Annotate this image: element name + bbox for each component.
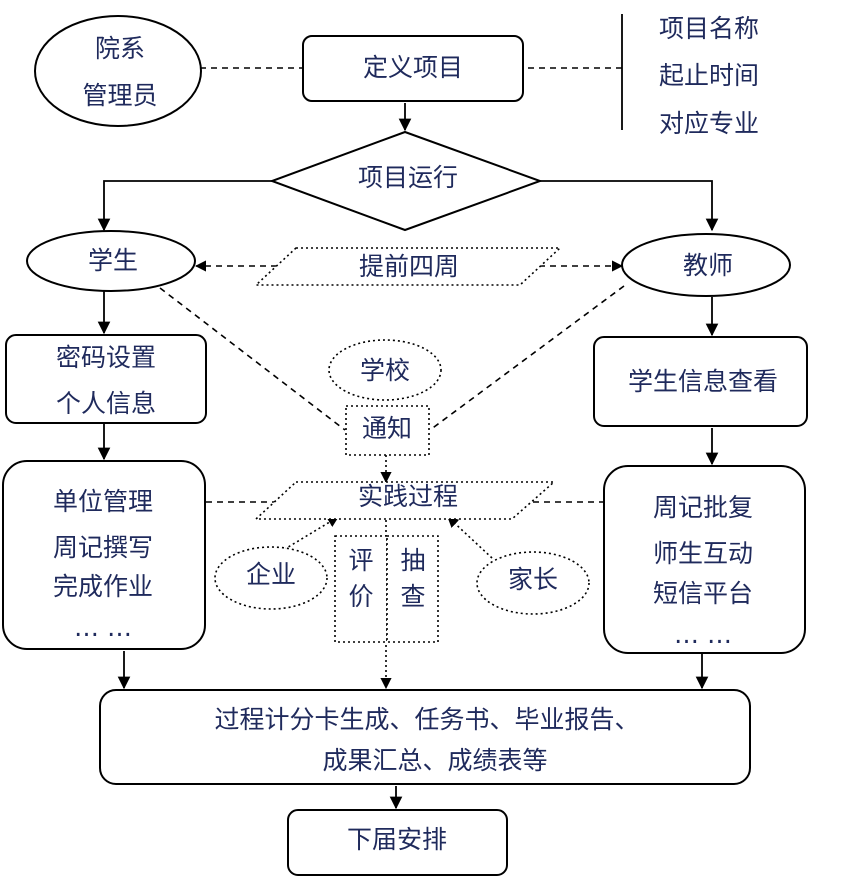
output-label-line2: 成果汇总、成绩表等 (322, 746, 547, 775)
advance-label: 提前四周 (359, 252, 459, 281)
view-info-node: 学生信息查看 (593, 336, 808, 427)
run-teacher-arrow (540, 180, 719, 232)
student-label: 学生 (88, 246, 138, 275)
practice-node: 实践过程 (253, 481, 557, 520)
evaluate-node: 评 价 (334, 535, 388, 643)
unit-label-line1: 单位管理 (53, 487, 153, 516)
unit-node: 单位管理 周记撰写 完成作业 … … (2, 460, 206, 650)
attribute-project-name: 项目名称 (659, 14, 759, 43)
student-node: 学生 (26, 230, 196, 292)
attribute-major: 对应专业 (659, 109, 759, 138)
enterprise-label: 企业 (246, 560, 296, 589)
admin-label-line2: 管理员 (82, 81, 157, 110)
unit-label-line2: 周记撰写 (53, 533, 153, 562)
check-label-line2: 查 (400, 582, 425, 611)
admin-node: 院系 管理员 (34, 15, 202, 127)
parent-node: 家长 (476, 551, 590, 615)
password-label-line2: 个人信息 (56, 389, 156, 418)
evaluate-label-line1: 评 (348, 546, 373, 575)
reply-label-line3: 短信平台 (653, 579, 753, 608)
notify-node: 通知 (345, 405, 430, 456)
define-node: 定义项目 (302, 35, 524, 102)
next-label: 下届安排 (347, 825, 447, 854)
parent-label: 家长 (508, 565, 558, 594)
enterprise-practice-arrow (279, 516, 339, 553)
school-node: 学校 (328, 339, 442, 401)
advance-node: 提前四周 (253, 247, 563, 286)
password-label-line1: 密码设置 (56, 343, 156, 372)
output-node: 过程计分卡生成、任务书、毕业报告、 成果汇总、成绩表等 (99, 689, 751, 785)
parent-practice-arrow (447, 516, 493, 559)
view-info-label: 学生信息查看 (628, 367, 778, 396)
teacher-label: 教师 (683, 251, 733, 280)
school-label: 学校 (360, 356, 410, 385)
practice-label: 实践过程 (358, 482, 458, 511)
reply-label-line1: 周记批复 (653, 493, 753, 522)
enterprise-node: 企业 (214, 546, 328, 610)
unit-label-line4: … … (74, 613, 132, 642)
reply-label-line2: 师生互动 (653, 539, 753, 568)
student-notify-link (159, 287, 346, 431)
output-label-line1: 过程计分卡生成、任务书、毕业报告、 (214, 705, 639, 734)
connectors (97, 14, 719, 810)
attribute-period: 起止时间 (659, 61, 759, 90)
admin-label-line1: 院系 (95, 34, 145, 63)
reply-node: 周记批复 师生互动 短信平台 … … (603, 465, 806, 654)
run-label: 项目运行 (358, 163, 458, 192)
password-node: 密码设置 个人信息 (5, 334, 207, 424)
check-label-line1: 抽 (400, 546, 425, 575)
define-label: 定义项目 (363, 53, 463, 82)
evaluate-label-line2: 价 (348, 582, 373, 611)
notify-label: 通知 (362, 414, 412, 443)
next-node: 下届安排 (287, 809, 508, 876)
run-student-arrow (97, 180, 272, 232)
check-node: 抽 查 (386, 535, 439, 643)
teacher-notify-link (429, 285, 625, 431)
run-node: 项目运行 (269, 130, 543, 232)
reply-label-line4: … … (674, 620, 732, 649)
attributes-node: 项目名称 起止时间 对应专业 (659, 14, 759, 138)
teacher-node: 教师 (621, 233, 791, 297)
unit-label-line3: 完成作业 (53, 572, 153, 601)
